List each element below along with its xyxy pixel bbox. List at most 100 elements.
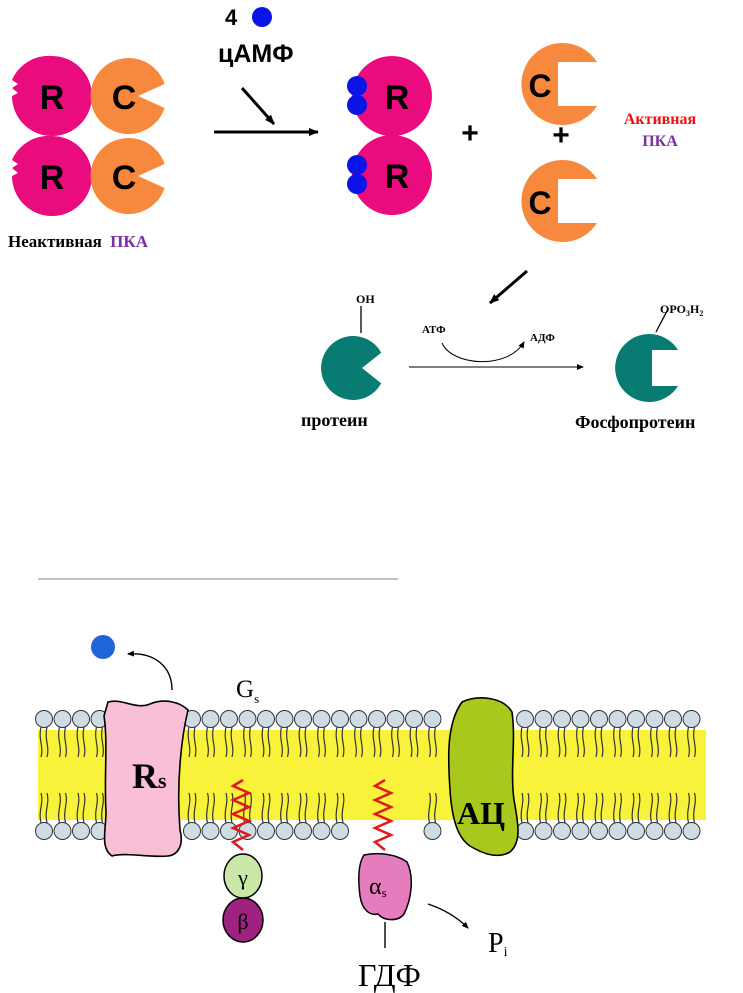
subunit-letter-c: C bbox=[112, 79, 137, 117]
receptor-label: Rs bbox=[132, 756, 167, 796]
lipid-tail bbox=[637, 792, 641, 824]
active-pka-label: Активная ПКА bbox=[624, 111, 697, 150]
lipid-tail bbox=[298, 792, 302, 824]
protein-substrate: OH протеин bbox=[301, 292, 382, 430]
lipid-tail bbox=[64, 726, 67, 758]
lipid-tail bbox=[224, 726, 228, 758]
lipid-tail bbox=[668, 792, 672, 824]
lipid-tail bbox=[45, 792, 49, 824]
lipid-tail bbox=[212, 792, 215, 824]
lipid-tail bbox=[187, 726, 191, 758]
lipid-tail bbox=[613, 792, 616, 824]
lipid-head bbox=[682, 822, 701, 840]
lipid-tail bbox=[335, 792, 339, 824]
lipid-tail bbox=[267, 726, 271, 758]
lipid-head bbox=[534, 822, 553, 840]
receptor-rs: Rs bbox=[103, 700, 189, 858]
lipid-tail bbox=[563, 792, 567, 824]
gamma-label: γ bbox=[237, 865, 248, 890]
beta-label: β bbox=[237, 909, 248, 934]
lipid-tail bbox=[415, 726, 419, 758]
lipid-head bbox=[220, 710, 238, 728]
lipid-tail bbox=[323, 792, 326, 824]
lipid-tail bbox=[526, 726, 530, 758]
lipid-head bbox=[627, 710, 645, 728]
lipid-head bbox=[294, 710, 312, 728]
catalytic-subunit: C bbox=[90, 58, 165, 134]
camp-input: 4 цАМФ bbox=[218, 5, 294, 125]
lipid-tail bbox=[656, 792, 659, 824]
lipid-head bbox=[368, 710, 386, 728]
lipid-head bbox=[275, 822, 294, 840]
inorganic-phosphate-label: Pi bbox=[488, 928, 508, 960]
ligand-release-arrow bbox=[127, 650, 173, 691]
camp-molecule-icon bbox=[347, 174, 367, 194]
phosphoprotein: OPO3H2 Фосфопротеин bbox=[575, 302, 703, 432]
camp-molecule-icon bbox=[252, 7, 272, 27]
lipid-tail bbox=[619, 726, 622, 758]
camp-label: цАМФ bbox=[218, 40, 294, 68]
lipid-tail bbox=[619, 792, 622, 824]
phosphate-bond bbox=[655, 310, 668, 333]
plus-sign: + bbox=[461, 117, 479, 150]
lipid-head bbox=[423, 822, 442, 840]
lipid-tail bbox=[335, 726, 339, 758]
lipid-tail bbox=[526, 792, 530, 824]
phosphate-group-label: OPO3H2 bbox=[660, 302, 703, 318]
lipid-tail bbox=[249, 726, 252, 758]
lipid-head bbox=[201, 822, 220, 840]
catalysis-arrow bbox=[489, 269, 528, 305]
lipid-tail bbox=[82, 792, 86, 824]
subunit-letter-r: R bbox=[385, 79, 410, 117]
lipid-tail bbox=[286, 726, 289, 758]
lipid-tail bbox=[613, 726, 616, 758]
lipid-tail bbox=[76, 726, 80, 758]
lipid-tail bbox=[520, 726, 524, 758]
lipid-tail bbox=[280, 726, 283, 758]
adenylate-cyclase: АЦ bbox=[447, 697, 519, 857]
lipid-tail bbox=[101, 726, 104, 758]
gamma-subunit: γ bbox=[223, 853, 263, 899]
lipid-head bbox=[275, 710, 294, 728]
lipid-tail bbox=[286, 792, 289, 824]
regulatory-subunit: R bbox=[12, 135, 92, 216]
lipid-head bbox=[516, 710, 534, 728]
lipid-tail bbox=[594, 726, 598, 758]
lipid-head bbox=[53, 822, 72, 840]
lipid-tail bbox=[261, 792, 265, 824]
lipid-tail bbox=[261, 726, 265, 758]
lipid-tail bbox=[317, 792, 320, 824]
subunit-letter-c: C bbox=[112, 159, 137, 197]
lipid-head bbox=[72, 710, 90, 728]
lipid-tail bbox=[95, 792, 98, 824]
lipid-tail bbox=[372, 726, 376, 758]
lipid-tail bbox=[64, 792, 67, 824]
lipid-head bbox=[294, 822, 312, 840]
lipid-head bbox=[516, 822, 534, 840]
lipid-tail bbox=[212, 726, 215, 758]
lipid-tail bbox=[243, 726, 246, 758]
lipid-tail bbox=[576, 726, 579, 758]
hydroxyl-label: OH bbox=[356, 292, 375, 306]
ligand-molecule-icon bbox=[91, 635, 115, 659]
lipid-tail bbox=[58, 792, 61, 824]
lipid-anchor-gamma bbox=[229, 778, 253, 851]
lipid-tail bbox=[650, 726, 653, 758]
lipid-head bbox=[664, 710, 682, 728]
phosphate-release-arrow bbox=[427, 903, 469, 929]
lipid-head bbox=[238, 710, 257, 728]
lipid-head bbox=[590, 710, 608, 728]
plus-sign: + bbox=[552, 119, 570, 152]
lipid-tail bbox=[656, 726, 659, 758]
phosphoprotein-shape bbox=[615, 334, 678, 403]
atp-label: АТФ bbox=[422, 324, 446, 336]
lipid-tail bbox=[650, 792, 653, 824]
lipid-tail bbox=[674, 726, 678, 758]
lipid-head bbox=[645, 822, 664, 840]
lipid-head bbox=[201, 710, 220, 728]
lipid-tail bbox=[582, 726, 585, 758]
lipid-tail bbox=[317, 726, 320, 758]
inactive-word: Неактивная bbox=[8, 232, 102, 251]
lipid-head bbox=[331, 822, 349, 840]
lipid-tail bbox=[280, 792, 283, 824]
